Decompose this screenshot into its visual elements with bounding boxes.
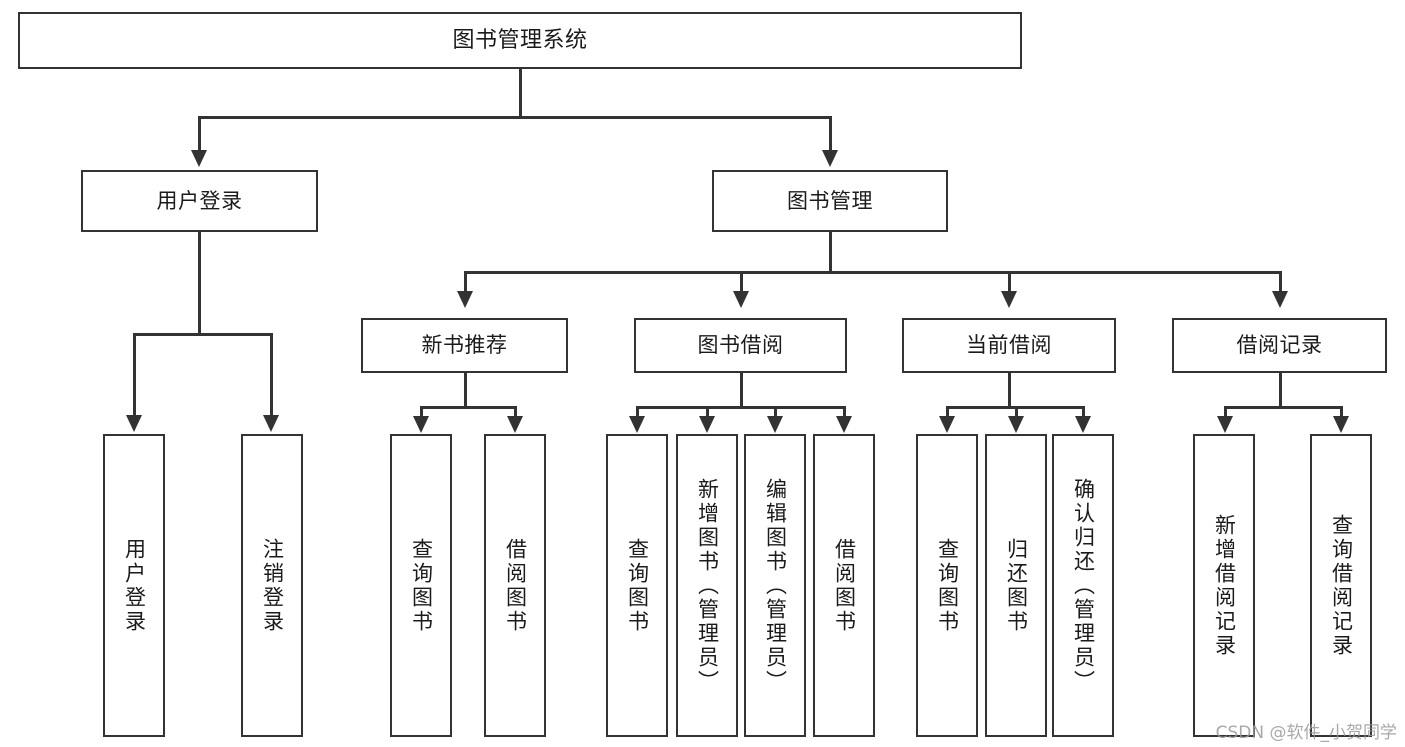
connector-drop-q1 — [420, 406, 423, 418]
arrow-user-login — [191, 150, 207, 167]
node-leaf-logout[interactable]: 注销登录 — [241, 434, 303, 737]
node-leaf-user-login[interactable]: 用户登录 — [103, 434, 165, 737]
connector-drop-new-book — [464, 271, 467, 293]
node-label: 图书借阅 — [697, 333, 784, 358]
connector-drop-borrow-record — [1279, 271, 1282, 293]
node-leaf-borrow-book-2[interactable]: 借阅图书 — [813, 434, 875, 737]
arrow-return-book — [1008, 416, 1024, 433]
arrow-current-borrow — [1001, 291, 1017, 308]
node-label: 查询借阅记录 — [1329, 513, 1354, 658]
arrow-book-borrow — [733, 291, 749, 308]
node-label: 借阅图书 — [503, 537, 528, 634]
connector-bus-new-book — [421, 406, 516, 409]
node-leaf-add-record[interactable]: 新增借阅记录 — [1193, 434, 1255, 737]
connector-drop-query-record — [1340, 406, 1343, 418]
node-root-system[interactable]: 图书管理系统 — [18, 12, 1022, 69]
node-leaf-borrow-book-1[interactable]: 借阅图书 — [484, 434, 546, 737]
node-leaf-confirm-return[interactable]: 确认归还（管理员） — [1052, 434, 1114, 737]
connector-stem-user-login — [198, 232, 201, 334]
connector-drop-leaf-user-login — [133, 333, 136, 417]
node-label: 注销登录 — [260, 537, 285, 634]
connector-drop-user-login — [198, 116, 201, 152]
connector-stem-book-manage — [829, 232, 832, 272]
connector-drop-book-borrow — [740, 271, 743, 293]
connector-drop-current-borrow — [1008, 271, 1011, 293]
connector-drop-b1 — [514, 406, 517, 418]
connector-stem-borrow-record — [1279, 373, 1282, 407]
arrow-leaf-user-login — [126, 415, 142, 432]
node-current-borrow[interactable]: 当前借阅 — [902, 318, 1116, 373]
arrow-add-book — [699, 416, 715, 433]
node-label: 查询图书 — [625, 537, 650, 634]
node-leaf-query-book-3[interactable]: 查询图书 — [916, 434, 978, 737]
arrow-query-record — [1333, 416, 1349, 433]
node-label: 图书管理系统 — [452, 27, 588, 53]
node-book-borrow[interactable]: 图书借阅 — [634, 318, 847, 373]
node-label: 新增借阅记录 — [1212, 513, 1237, 658]
node-label: 查询图书 — [935, 537, 960, 634]
node-leaf-query-book-1[interactable]: 查询图书 — [390, 434, 452, 737]
node-label: 归还图书 — [1004, 537, 1029, 634]
connector-drop-q2 — [636, 406, 639, 418]
node-new-book-recommend[interactable]: 新书推荐 — [361, 318, 568, 373]
node-label: 确认归还（管理员） — [1071, 477, 1096, 694]
node-label: 查询图书 — [409, 537, 434, 634]
arrow-q3 — [939, 416, 955, 433]
node-user-login[interactable]: 用户登录 — [81, 170, 318, 232]
node-leaf-edit-book[interactable]: 编辑图书（管理员） — [744, 434, 806, 737]
arrow-add-record — [1217, 416, 1233, 433]
node-label: 当前借阅 — [966, 333, 1052, 358]
node-label: 用户登录 — [122, 537, 147, 634]
connector-drop-add-book — [706, 406, 709, 418]
arrow-new-book — [457, 291, 473, 308]
connector-drop-q3 — [946, 406, 949, 418]
arrow-b2 — [836, 416, 852, 433]
node-label: 编辑图书（管理员） — [763, 477, 788, 694]
connector-drop-confirm-return — [1082, 406, 1085, 418]
connector-stem-current-borrow — [1008, 373, 1011, 407]
arrow-book-manage — [822, 150, 838, 167]
connector-bus-book-borrow — [637, 406, 845, 409]
connector-root-bus — [199, 116, 832, 119]
node-leaf-query-book-2[interactable]: 查询图书 — [606, 434, 668, 737]
arrow-q1 — [413, 416, 429, 433]
node-leaf-query-record[interactable]: 查询借阅记录 — [1310, 434, 1372, 737]
node-borrow-record[interactable]: 借阅记录 — [1172, 318, 1387, 373]
arrow-b1 — [507, 416, 523, 433]
arrow-leaf-logout — [263, 415, 279, 432]
connector-bus-book-manage — [465, 271, 1281, 274]
connector-stem-book-borrow — [740, 373, 743, 407]
connector-root-stem — [519, 69, 522, 117]
connector-drop-add-record — [1224, 406, 1227, 418]
arrow-q2 — [629, 416, 645, 433]
connector-drop-edit-book — [774, 406, 777, 418]
connector-stem-new-book — [464, 373, 467, 407]
node-label: 新增图书（管理员） — [695, 477, 720, 694]
node-label: 借阅记录 — [1236, 333, 1323, 358]
connector-drop-leaf-logout — [270, 333, 273, 417]
arrow-borrow-record — [1272, 291, 1288, 308]
node-leaf-add-book[interactable]: 新增图书（管理员） — [676, 434, 738, 737]
node-leaf-return-book[interactable]: 归还图书 — [985, 434, 1047, 737]
connector-drop-return-book — [1015, 406, 1018, 418]
connector-drop-b2 — [843, 406, 846, 418]
connector-bus-user-login — [134, 333, 271, 336]
node-book-manage[interactable]: 图书管理 — [712, 170, 948, 232]
arrow-edit-book — [767, 416, 783, 433]
node-label: 用户登录 — [156, 188, 243, 213]
node-label: 新书推荐 — [421, 333, 508, 358]
arrow-confirm-return — [1075, 416, 1091, 433]
connector-bus-borrow-record — [1225, 406, 1342, 409]
node-label: 图书管理 — [787, 188, 873, 213]
node-label: 借阅图书 — [832, 537, 857, 634]
connector-drop-book-manage — [829, 116, 832, 152]
